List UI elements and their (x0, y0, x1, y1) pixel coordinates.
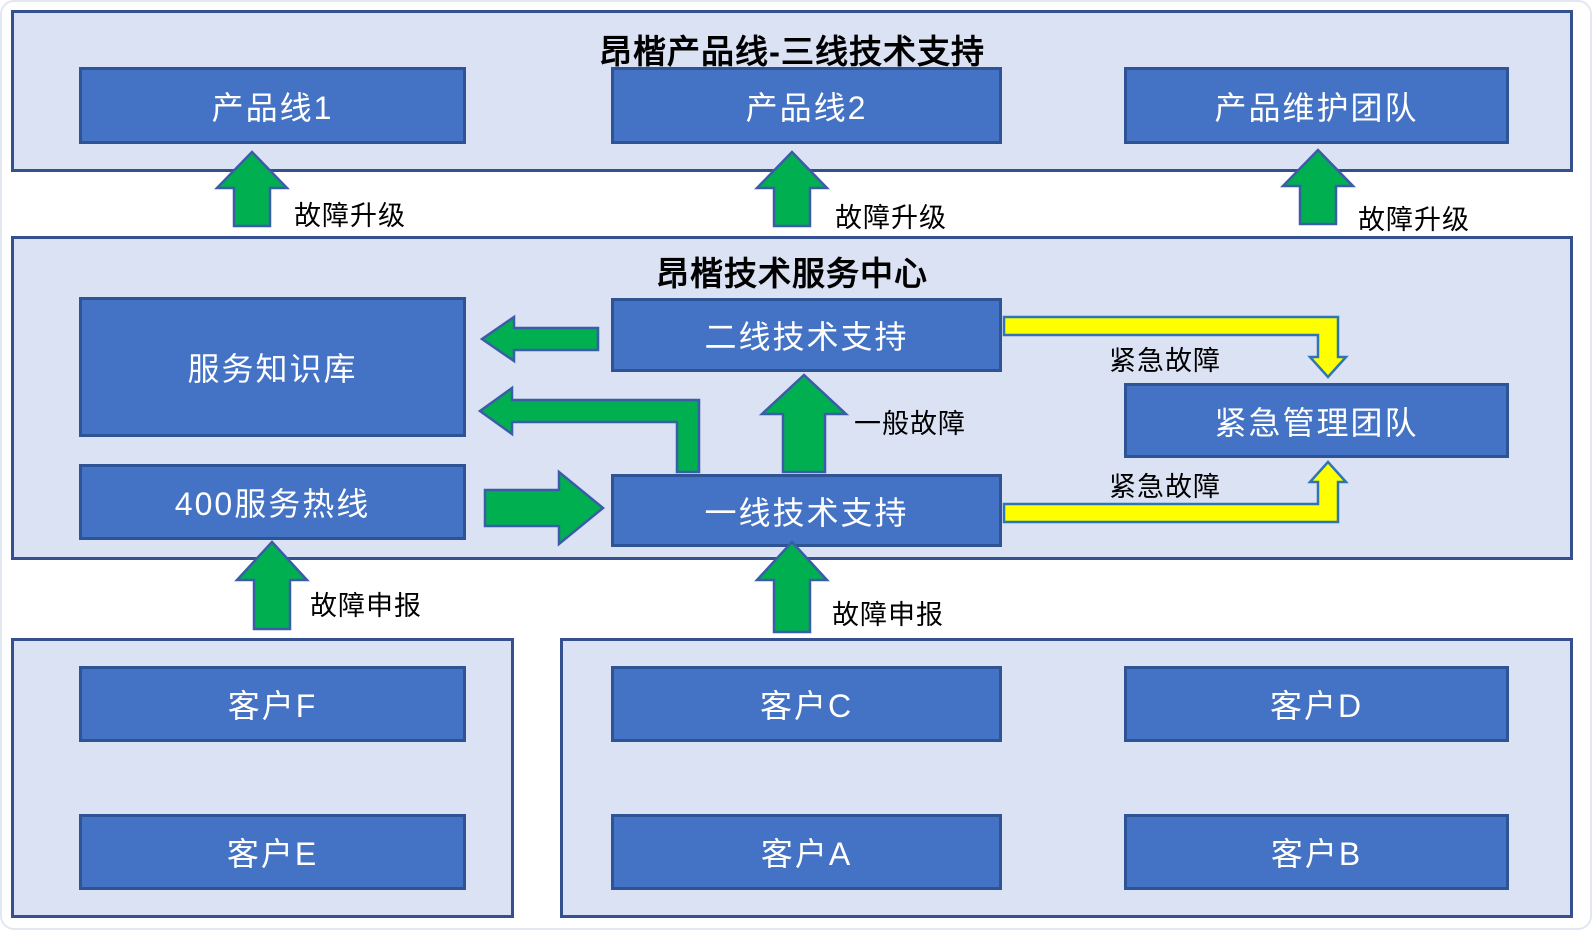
node-product-line-1: 产品线1 (79, 67, 466, 144)
node-label: 产品线2 (745, 89, 868, 126)
node-400-service-hotline: 400服务热线 (79, 464, 466, 540)
node-label: 400服务热线 (174, 486, 371, 522)
node-customer-a: 客户A (611, 814, 1002, 890)
label-general-fault: 一般故障 (854, 409, 966, 439)
label-urgent-fault-bottom: 紧急故障 (1109, 472, 1221, 502)
node-product-maintenance-team: 产品维护团队 (1124, 67, 1509, 144)
node-label: 一线技术支持 (704, 494, 909, 531)
node-label: 紧急管理团队 (1214, 404, 1419, 441)
node-customer-c: 客户C (611, 666, 1002, 742)
label-fault-escalation-2: 故障升级 (835, 203, 947, 233)
node-label: 客户E (226, 836, 319, 872)
node-product-line-2: 产品线2 (611, 67, 1002, 144)
node-customer-f: 客户F (79, 666, 466, 742)
node-label: 服务知识库 (187, 351, 358, 387)
node-label: 客户C (759, 688, 854, 724)
node-service-knowledge-base: 服务知识库 (79, 297, 466, 437)
node-customer-b: 客户B (1124, 814, 1509, 890)
top-section-title: 昂楷产品线-三线技术支持 (599, 33, 985, 70)
node-label: 产品线1 (211, 89, 334, 126)
label-fault-escalation-3: 故障升级 (1358, 205, 1470, 235)
node-customer-d: 客户D (1124, 666, 1509, 742)
node-customer-e: 客户E (79, 814, 466, 890)
label-fault-report-center: 故障申报 (832, 600, 944, 630)
label-fault-report-left: 故障申报 (310, 591, 422, 621)
node-label: 客户D (1269, 688, 1364, 724)
node-second-line-support: 二线技术支持 (611, 298, 1002, 372)
label-fault-escalation-1: 故障升级 (294, 201, 406, 231)
node-label: 二线技术支持 (704, 319, 909, 355)
node-label: 客户F (227, 688, 318, 724)
node-label: 客户B (1270, 836, 1363, 872)
label-urgent-fault-top: 紧急故障 (1109, 346, 1221, 376)
node-label: 客户A (760, 836, 853, 872)
node-first-line-support: 一线技术支持 (611, 474, 1002, 547)
middle-section-title: 昂楷技术服务中心 (656, 255, 928, 292)
node-emergency-management-team: 紧急管理团队 (1124, 383, 1509, 458)
node-label: 产品维护团队 (1214, 89, 1419, 126)
